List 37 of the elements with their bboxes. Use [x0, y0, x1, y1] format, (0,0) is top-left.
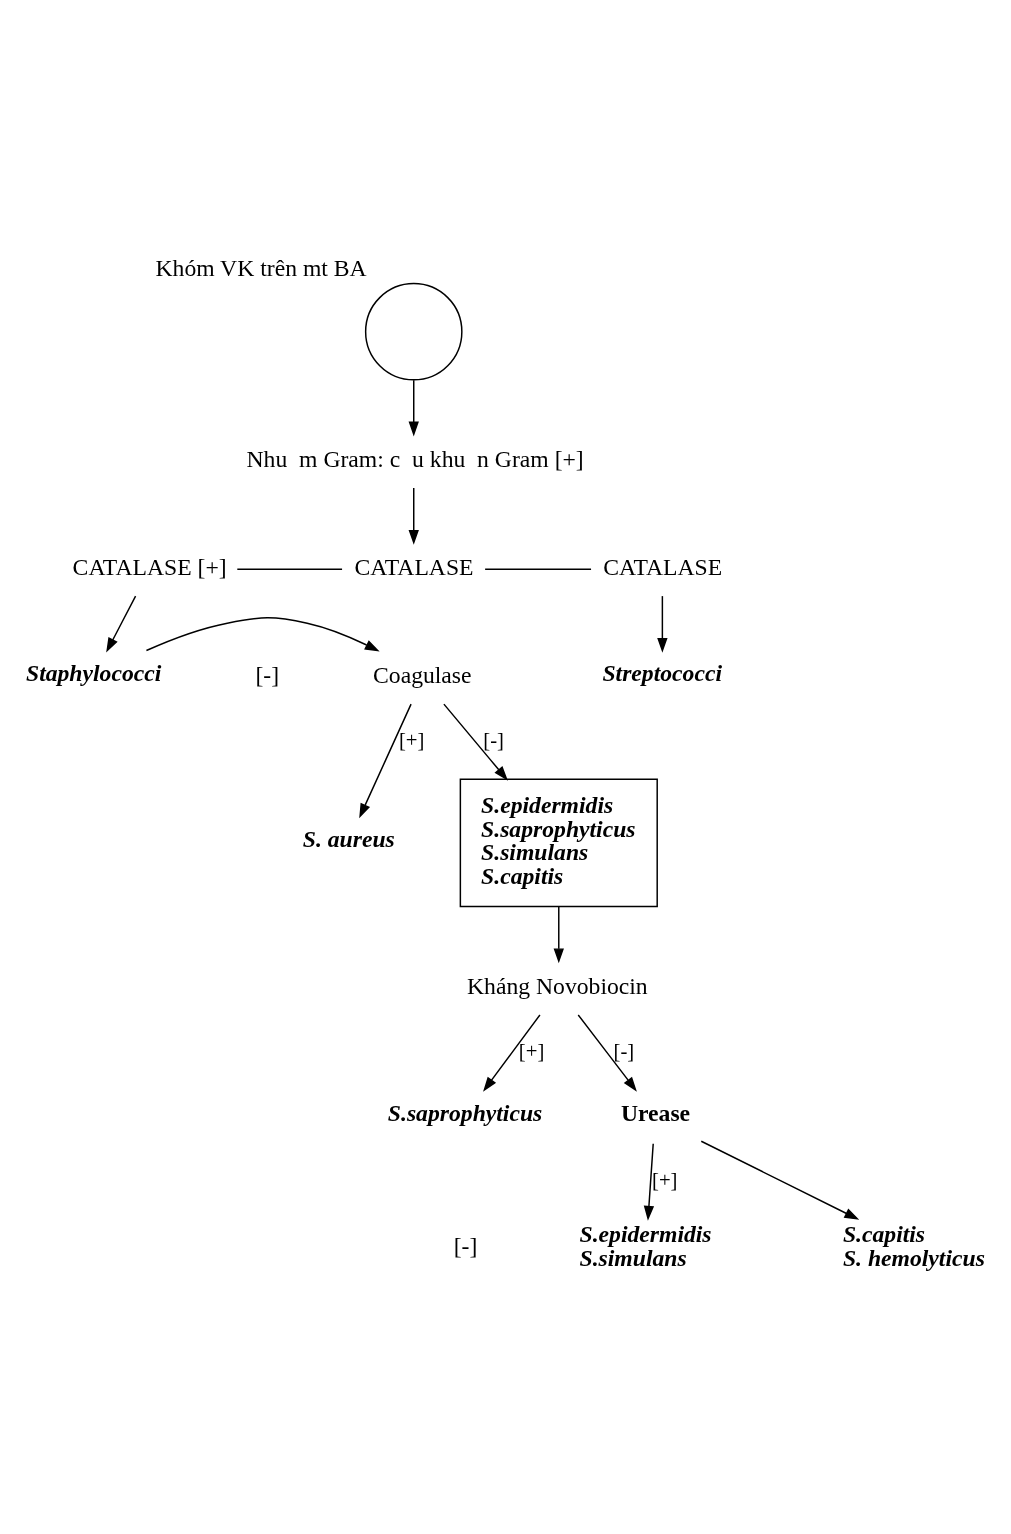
node-text: S.capitis S. hemolyticus [842, 1220, 985, 1271]
node-text: Nhu m Gram: c u khu n Gram [+] [246, 445, 584, 472]
arrow [408, 486, 419, 545]
edge-label: [+] [652, 1168, 678, 1191]
node-text: CATALASE [354, 553, 474, 580]
arrow [145, 616, 380, 652]
node-box: S.epidermidis S.saprophyticus S.simulans S.capitis [459, 778, 658, 907]
node-label: Khóm VK trên mt BA [155, 254, 367, 281]
arrow [483, 1013, 541, 1092]
label: [-] [255, 661, 280, 688]
label: [-] [453, 1232, 478, 1259]
edge-label: [+] [518, 1039, 545, 1062]
node-text: Streptococci [602, 659, 723, 686]
edge-label: [-] [483, 728, 504, 751]
arrow [700, 1140, 860, 1220]
node-text: S. aureus [302, 825, 395, 852]
node-text: Kháng Novobiocin [467, 972, 648, 999]
node-circle [364, 282, 463, 380]
arrow [408, 379, 419, 436]
arrow [553, 905, 564, 963]
node-text: CATALASE [603, 553, 723, 580]
arrow [359, 702, 412, 818]
arrow [443, 702, 508, 781]
node-text: S.saprophyticus [387, 1099, 543, 1126]
node-text: S.epidermidis S.simulans [579, 1220, 712, 1271]
arrow [106, 594, 137, 653]
edge-label: [+] [398, 728, 425, 751]
node-text: Coagulase [373, 661, 472, 688]
connector [236, 567, 343, 570]
node-text: CATALASE [+] [72, 553, 227, 580]
node-text: Urease [620, 1099, 691, 1126]
connector [484, 567, 592, 570]
arrow [643, 1142, 655, 1221]
arrow [657, 594, 668, 653]
arrow [577, 1013, 637, 1092]
edge-label: [-] [613, 1039, 635, 1062]
node-text: Staphylococci [26, 659, 162, 686]
